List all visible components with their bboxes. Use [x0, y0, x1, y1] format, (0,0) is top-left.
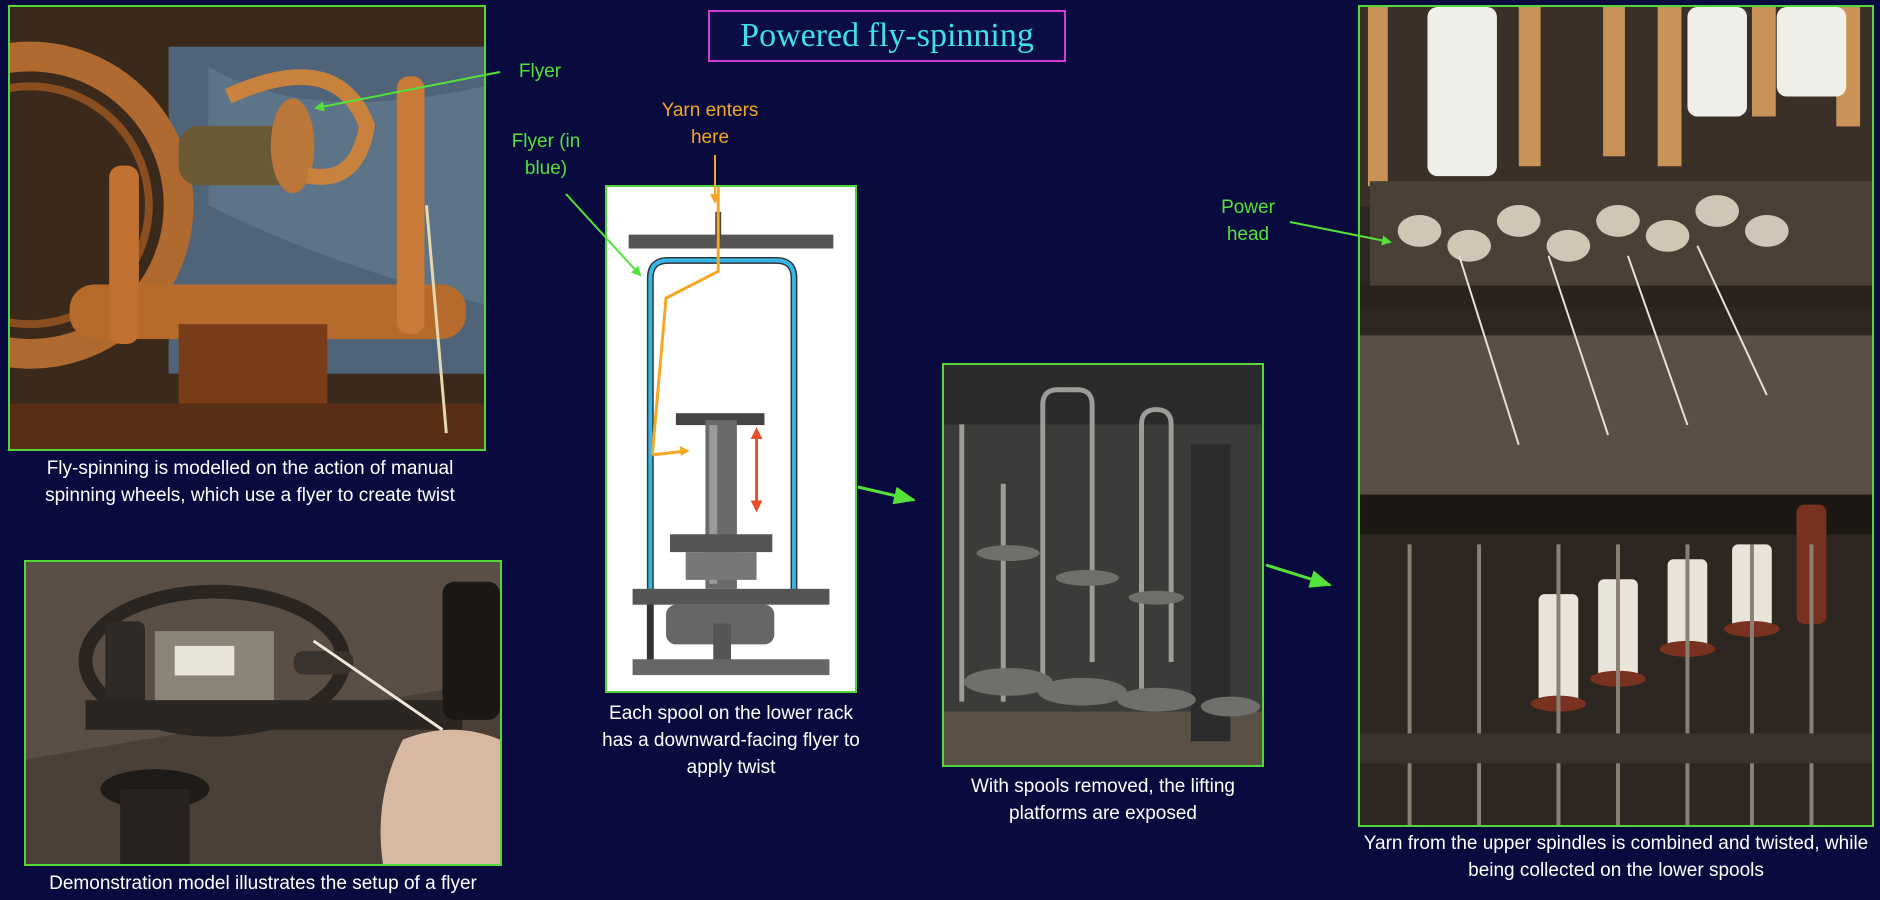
- flyer-diagram: [605, 185, 857, 693]
- flyer-diagram-caption: Each spool on the lower rack has a downw…: [602, 703, 860, 778]
- flow-arrow-platforms-to-machine: [1265, 563, 1332, 588]
- demonstration-model-photo: [24, 560, 502, 866]
- spinning-machine-photo: [1358, 5, 1874, 827]
- spinning-wheel-caption: Fly-spinning is modelled on the action o…: [45, 458, 455, 506]
- lifting-platforms-caption: With spools removed, the lifting platfor…: [970, 776, 1235, 824]
- spinning-machine-caption: Yarn from the upper spindles is combined…: [1363, 833, 1869, 881]
- demonstration-model-caption: Demonstration model illustrates the setu…: [49, 873, 477, 894]
- power-head-label: Power head: [1221, 197, 1275, 245]
- page-title: Powered fly-spinning: [708, 10, 1066, 62]
- yarn-enters-label: Yarn enters here: [661, 100, 759, 148]
- spinning-wheel-photo: [8, 5, 486, 451]
- flyer-label: Flyer: [518, 61, 562, 82]
- flow-arrow-diagram-to-platforms: [857, 485, 916, 505]
- flyer-blue-label: Flyer (in blue): [511, 131, 581, 179]
- lifting-platforms-photo: [942, 363, 1264, 767]
